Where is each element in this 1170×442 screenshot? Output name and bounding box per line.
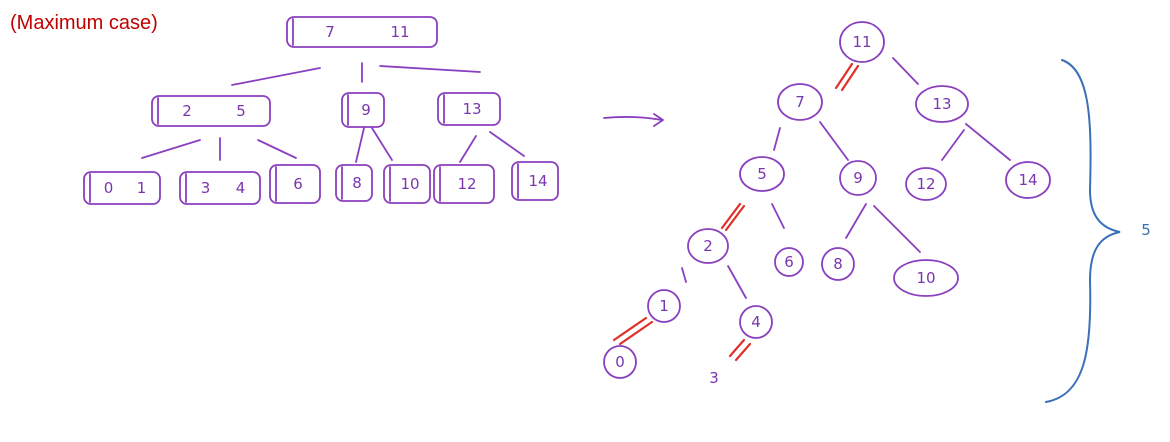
node-key: 6 [784,253,794,271]
btree-leaf-node: 12 [433,164,495,204]
btree-root-node: 7 11 [286,16,438,48]
red-link [612,316,654,346]
node-key: 11 [390,23,409,41]
node-key: 8 [833,255,843,273]
tree-node: 0 [603,345,637,379]
red-link [720,202,746,232]
node-key: 7 [325,23,335,41]
node-key: 12 [457,175,476,193]
tree-node: 6 [774,247,804,277]
btree-leaf-node: 8 [335,164,373,202]
brace-icon [1045,59,1121,403]
node-key: 0 [104,179,114,197]
tree-node: 12 [905,167,947,201]
node-key: 2 [182,102,192,120]
node-key: 1 [659,297,669,315]
btree-internal-node: 13 [437,92,501,126]
btree-edge [355,127,365,163]
node-key: 8 [352,174,362,192]
tree-edge [773,127,781,151]
node-key: 4 [236,179,246,197]
node-key: 2 [703,237,713,255]
node-key: 14 [528,172,547,190]
tree-edge [892,57,919,85]
btree-leaf-node: 6 [269,164,321,204]
node-key: 1 [137,179,147,197]
arrow-icon [603,113,664,127]
node-key: 9 [361,101,371,119]
tree-edge [873,205,921,253]
btree-leaf-node: 10 [383,164,431,204]
node-key: 10 [400,175,419,193]
tree-node: 13 [915,85,969,123]
red-link [728,338,752,362]
tree-node: 3 [709,369,719,387]
btree-edge [141,139,201,159]
btree-edge [459,135,477,163]
node-key: 3 [201,179,211,197]
tree-node: 14 [1005,161,1051,199]
node-key: 9 [853,169,863,187]
tree-node: 5 [739,156,785,192]
btree-edge [257,139,297,159]
height-label: 5 [1141,221,1151,239]
tree-edge [727,265,747,299]
tree-node: 7 [777,83,823,121]
node-key: 6 [293,175,303,193]
tree-edge [681,267,687,283]
node-key: 14 [1018,171,1037,189]
tree-node: 10 [893,259,959,297]
btree-edge [379,65,481,73]
red-link [834,62,860,92]
node-key: 10 [916,269,935,287]
tree-edge [965,123,1011,161]
node-key: 5 [236,102,246,120]
node-key: 4 [751,313,761,331]
node-key: 3 [709,369,719,387]
tree-edge [819,121,849,161]
btree-edge [489,131,525,157]
tree-node: 11 [839,21,885,63]
tree-node: 2 [687,228,729,264]
tree-node: 1 [647,289,681,323]
node-key: 13 [932,95,951,113]
btree-edge [231,67,321,86]
btree-leaf-node: 14 [511,161,559,201]
node-key: 13 [462,100,481,118]
tree-node: 8 [821,247,855,281]
tree-edge [941,129,965,161]
tree-node: 9 [839,160,877,196]
node-key: 7 [795,93,805,111]
tree-edge [845,203,867,239]
diagram-title: (Maximum case) [10,12,158,34]
node-key: 5 [757,165,767,183]
btree-internal-node: 9 [341,92,385,128]
node-key: 0 [615,353,625,371]
node-key: 12 [916,175,935,193]
btree-edge [371,127,393,161]
tree-node: 4 [739,305,773,339]
tree-edge [771,203,785,229]
node-key: 11 [852,33,871,51]
